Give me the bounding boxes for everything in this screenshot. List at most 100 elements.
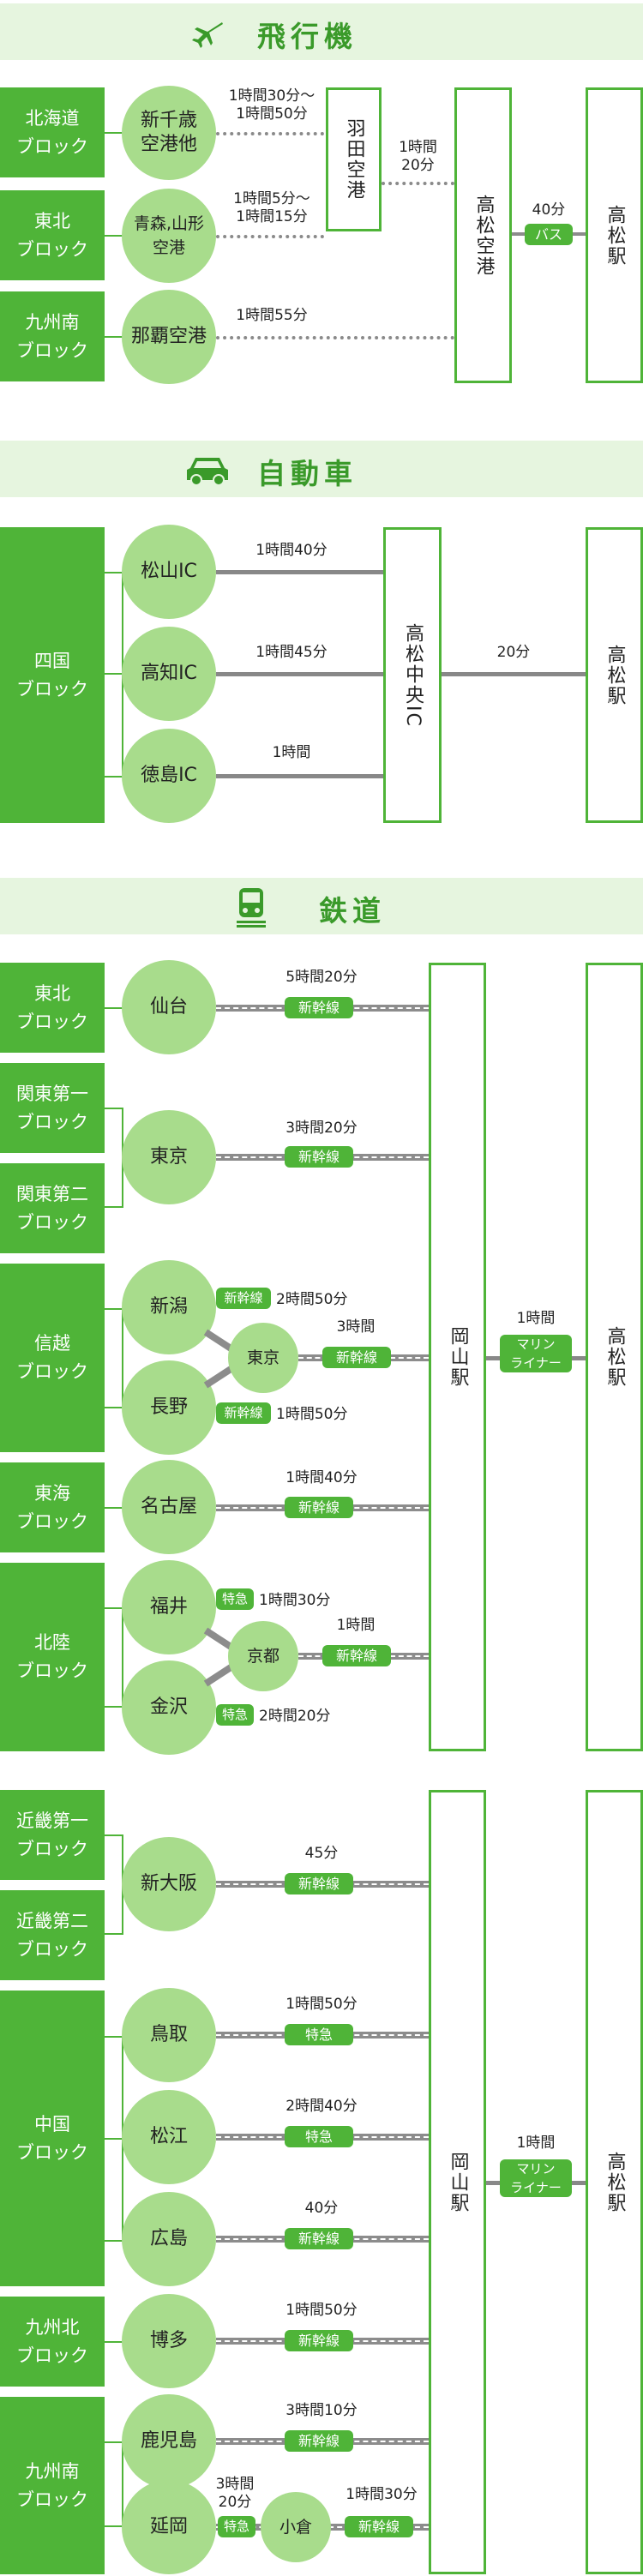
- box-takamatsu-station-air: 高松駅: [586, 87, 643, 383]
- time-marine-2: 1時間: [516, 2135, 556, 2152]
- takamatsu-station-1-label: 高松駅: [604, 1326, 626, 1388]
- badge-shinkansen: 新幹線: [285, 2430, 353, 2452]
- node-hakata: 博多: [122, 2294, 216, 2388]
- block-kyushu-minami-air: 九州南 ブロック: [0, 291, 105, 381]
- route-naha: [216, 336, 454, 339]
- connector: [105, 132, 123, 134]
- train-icon: [237, 888, 266, 928]
- connector: [105, 1108, 123, 1208]
- badge-shinkansen: 新幹線: [285, 1146, 353, 1168]
- node-sendai: 仙台: [122, 960, 216, 1054]
- time-marine-1: 1時間: [516, 1310, 556, 1327]
- node-niigata: 新潟: [122, 1260, 216, 1354]
- time-tottori: 1時間50分: [285, 1996, 358, 2013]
- box-takamatsu-central-ic: 高松中央IC: [383, 527, 442, 823]
- block-kanto-2: 関東第二 ブロック: [0, 1163, 105, 1253]
- time-niigata: 2時間50分: [276, 1291, 348, 1308]
- route-to-station-car: [442, 672, 586, 676]
- block-kanto-1: 関東第一 ブロック: [0, 1063, 105, 1153]
- badge-marine-liner-2: マリン ライナー: [500, 2159, 572, 2197]
- route-kochi: [216, 672, 383, 676]
- node-aomori-yamagata: 青森,山形 空港: [122, 189, 216, 283]
- connector: [105, 2441, 123, 2527]
- car-section-header: 自動車: [0, 441, 643, 497]
- okayama-label: 岡山駅: [447, 1326, 469, 1388]
- box-takamatsu-airport: 高松空港: [454, 87, 512, 383]
- time-sendai: 5時間20分: [285, 969, 358, 986]
- time-haneda: 1時間 20分: [399, 139, 437, 174]
- connector: [105, 1834, 123, 1935]
- block-shikoku: 四国 ブロック: [0, 527, 105, 823]
- time-fukui: 1時間30分: [259, 1592, 331, 1609]
- bus-badge: バス: [525, 224, 573, 245]
- node-kagoshima: 鹿児島: [122, 2394, 216, 2489]
- block-chugoku: 中国 ブロック: [0, 1991, 105, 2286]
- time-shin-osaka: 45分: [304, 1845, 339, 1862]
- box-haneda: 羽田空港: [326, 87, 382, 231]
- box-okayama-2: 岡山駅: [429, 1790, 486, 2574]
- box-takamatsu-station-1: 高松駅: [586, 963, 643, 1751]
- okayama-2-label: 岡山駅: [447, 2151, 469, 2213]
- badge-shinkansen: 新幹線: [285, 2330, 353, 2351]
- route-haneda: [382, 182, 454, 185]
- connector: [105, 1607, 123, 1708]
- badge-shinkansen: 新幹線: [285, 1873, 353, 1894]
- badge-shinkansen-niigata: 新幹線: [216, 1288, 271, 1309]
- time-kyoto-hub: 1時間: [336, 1617, 376, 1634]
- node-fukui: 福井: [122, 1560, 216, 1654]
- connector: [105, 2138, 123, 2140]
- node-matsue: 松江: [122, 2090, 216, 2184]
- node-tottori: 鳥取: [122, 1988, 216, 2082]
- connector: [105, 1007, 123, 1009]
- badge-shinkansen: 新幹線: [285, 1497, 353, 1518]
- car-icon: [187, 458, 228, 486]
- block-tohoku-air: 東北 ブロック: [0, 190, 105, 280]
- time-nobeoka: 3時間 20分: [215, 2476, 255, 2511]
- time-aomori: 1時間5分～ 1時間15分: [233, 190, 310, 225]
- train-section-header: 鉄道: [0, 878, 643, 934]
- badge-shinkansen: 新幹線: [285, 2228, 353, 2249]
- node-tokushima-ic: 徳島IC: [122, 729, 216, 823]
- central-ic-label: 高松中央IC: [402, 622, 424, 728]
- hub-kyoto: 京都: [228, 1621, 298, 1691]
- time-hakata: 1時間50分: [285, 2302, 358, 2319]
- time-bus: 40分: [532, 201, 566, 219]
- node-kochi-ic: 高知IC: [122, 627, 216, 721]
- badge-shinkansen-kokura: 新幹線: [345, 2516, 413, 2537]
- node-naha: 那覇空港: [122, 290, 216, 384]
- badge-shinkansen-nagano: 新幹線: [216, 1402, 271, 1424]
- badge-tokkyu: 特急: [285, 2126, 353, 2147]
- takamatsu-station-2-label: 高松駅: [604, 2151, 626, 2213]
- takamatsu-station-car-label: 高松駅: [604, 644, 626, 706]
- block-kinki-2: 近畿第二 ブロック: [0, 1890, 105, 1980]
- block-kyushu-kita: 九州北 ブロック: [0, 2297, 105, 2387]
- node-kanazawa: 金沢: [122, 1660, 216, 1755]
- takamatsu-station-label: 高松駅: [604, 204, 626, 267]
- plane-title: 飛行機: [257, 20, 358, 53]
- time-matsuyama: 1時間40分: [255, 542, 328, 559]
- car-title: 自動車: [257, 457, 358, 490]
- node-hiroshima: 広島: [122, 2192, 216, 2286]
- route-shin-chitose: [216, 132, 324, 135]
- connector: [105, 336, 123, 338]
- connector: [105, 1308, 123, 1408]
- route-aomori: [216, 235, 324, 238]
- hub-kokura: 小倉: [261, 2492, 331, 2562]
- box-okayama-1: 岡山駅: [429, 963, 486, 1751]
- time-kochi: 1時間45分: [255, 644, 328, 661]
- time-nagoya: 1時間40分: [285, 1469, 358, 1486]
- plane-section-header: 飛行機: [0, 3, 643, 60]
- box-takamatsu-station-2: 高松駅: [586, 1790, 643, 2574]
- node-tokyo: 東京: [122, 1110, 216, 1204]
- block-hokkaido: 北海道 ブロック: [0, 87, 105, 177]
- time-hiroshima: 40分: [304, 2200, 339, 2217]
- node-shin-chitose: 新千歳 空港他: [122, 86, 216, 180]
- route-tokushima: [216, 774, 383, 778]
- badge-marine-liner-1: マリン ライナー: [500, 1335, 572, 1372]
- takamatsu-airport-label: 高松空港: [472, 194, 495, 277]
- airplane-icon: [192, 22, 223, 48]
- connector: [105, 572, 123, 778]
- connector: [105, 235, 123, 237]
- block-shinetsu: 信越 ブロック: [0, 1264, 105, 1452]
- time-shin-chitose: 1時間30分～ 1時間50分: [228, 87, 315, 123]
